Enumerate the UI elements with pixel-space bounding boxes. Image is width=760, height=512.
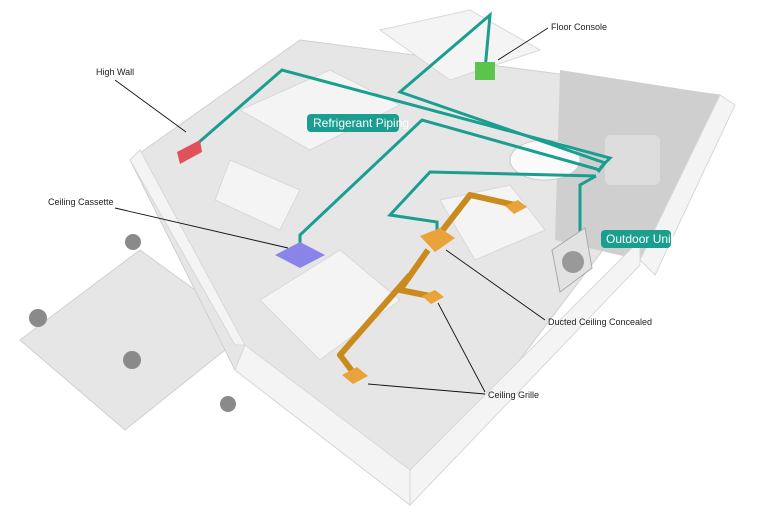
ducted-unit [420, 228, 455, 252]
refrigerant-pipe [386, 170, 597, 236]
plant [220, 396, 236, 412]
refrigerant-piping-badge-text: Refrigerant Piping [313, 116, 409, 130]
ceiling-grille [342, 367, 368, 384]
duct [432, 192, 516, 242]
outdoor-unit-badge [601, 230, 671, 248]
floor-console-unit [475, 62, 495, 80]
label-high-wall: High Wall [96, 67, 134, 77]
car [605, 135, 660, 185]
outdoor-unit-badge-text: Outdoor Unit [606, 232, 675, 246]
refrigerant-pipe [397, 11, 608, 173]
leader-line [437, 302, 486, 393]
outdoor-unit-fan [562, 251, 584, 273]
label-ducted-ceiling-concealed: Ducted Ceiling Concealed [548, 317, 652, 327]
leader-line [114, 207, 289, 249]
leader-line [497, 27, 549, 61]
refrigerant-pipe [578, 174, 597, 235]
plant [123, 351, 141, 369]
label-ceiling-grille: Ceiling Grille [488, 390, 539, 400]
leader-line [367, 383, 486, 395]
left-wall [129, 149, 246, 346]
room-block [378, 9, 542, 81]
leader-line [114, 79, 187, 133]
duct [337, 273, 413, 377]
high-wall-unit [177, 140, 202, 164]
ceiling-grille [422, 290, 444, 304]
ceiling-grille [505, 200, 527, 214]
room-block [259, 249, 401, 361]
leader-line [445, 249, 546, 321]
label-ceiling-cassette: Ceiling Cassette [48, 197, 114, 207]
room-block [214, 159, 301, 231]
refrigerant-piping-badge [307, 114, 399, 132]
label-floor-console: Floor Console [551, 22, 607, 32]
plant [29, 309, 47, 327]
plant [125, 234, 141, 250]
ceiling-cassette-unit [275, 242, 325, 268]
